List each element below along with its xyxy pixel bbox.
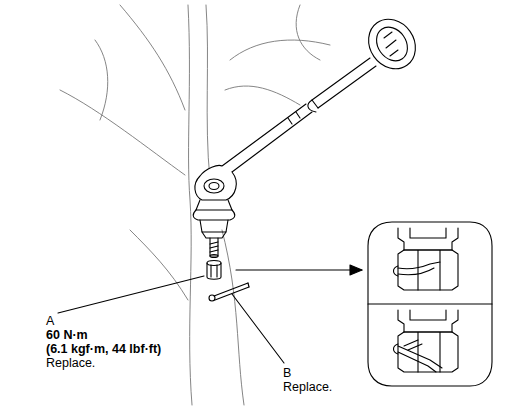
cotter-pin	[209, 283, 249, 301]
note: Replace.	[283, 380, 332, 394]
tie-rod-end	[193, 165, 236, 257]
callout-letter: A	[46, 314, 54, 328]
torque-value: 60 N·m	[46, 328, 88, 342]
torque-value: (6.1 kgf·m, 44 lbf·ft)	[46, 342, 161, 356]
inner-tie-rod	[222, 10, 425, 172]
detail-arrow	[236, 265, 362, 275]
note: Replace.	[46, 356, 95, 370]
callout-letter: B	[283, 366, 291, 380]
detail-inset	[368, 222, 492, 386]
castle-nut	[207, 261, 221, 280]
